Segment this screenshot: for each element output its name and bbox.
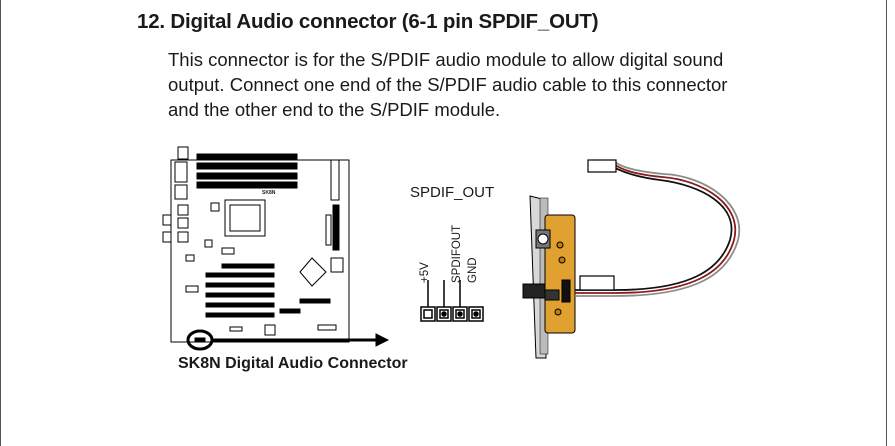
description-line: output. Connect one end of the S/PDIF au… xyxy=(168,74,728,95)
section-heading: 12. Digital Audio connector (6-1 pin SPD… xyxy=(137,10,599,33)
pin-header xyxy=(420,280,484,322)
connector-label: SPDIF_OUT xyxy=(410,184,495,201)
section-description: This connector is for the S/PDIF audio m… xyxy=(168,47,858,122)
pointer-arrow xyxy=(212,333,390,347)
board-model-label: SK8N xyxy=(262,190,276,196)
pin-label-gnd: GND xyxy=(467,257,479,283)
figure-caption: SK8N Digital Audio Connector xyxy=(178,355,408,372)
spdif-cable xyxy=(575,159,741,297)
pin-label-spdifout: SPDIFOUT xyxy=(451,224,463,283)
description-line: and the other end to the S/PDIF module. xyxy=(168,99,501,120)
motherboard-diagram xyxy=(162,146,350,351)
spdif-module-image xyxy=(522,195,576,359)
description-line: This connector is for the S/PDIF audio m… xyxy=(168,49,724,70)
pin-label-5v: +5V xyxy=(419,262,431,283)
